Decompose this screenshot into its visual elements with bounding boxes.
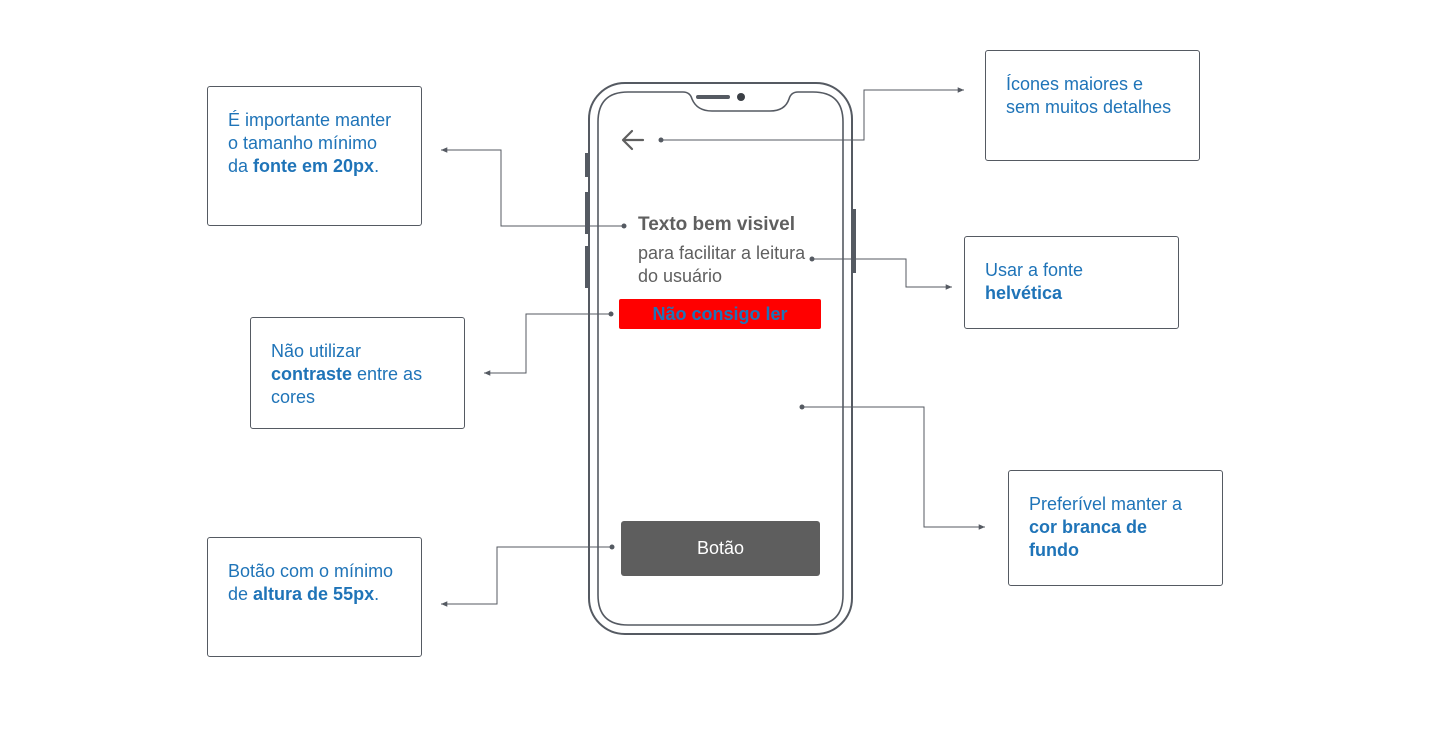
connector-font-size [441, 147, 624, 227]
note-icons-text: Ícones maiores e sem muitos detalhes [1006, 74, 1172, 117]
connector-dot-button [609, 544, 615, 550]
note-helvetica-text: Usar a fonte [985, 260, 1084, 280]
phone-side-button-left-3 [585, 246, 589, 288]
note-icons: Ícones maiores e sem muitos detalhes [985, 50, 1200, 161]
back-arrow-icon[interactable] [621, 129, 645, 151]
note-button-height: Botão com o mínimo de altura de 55px. [207, 537, 422, 657]
note-helvetica: Usar a fonte helvética [964, 236, 1179, 329]
note-helvetica-bold: helvética [985, 283, 1063, 303]
note-button-text: Botão com o mínimo de [228, 561, 394, 604]
low-contrast-label: Não consigo ler [619, 299, 821, 329]
phone-outer-frame [588, 82, 853, 635]
phone-button[interactable]: Botão [621, 521, 820, 576]
note-contrast: Não utilizar contraste entre as cores [250, 317, 465, 429]
note-background: Preferível manter a cor branca de fundo [1008, 470, 1223, 586]
note-button-after: . [374, 584, 380, 604]
note-contrast-text: Não utilizar [271, 341, 362, 361]
note-font-size: É importante manter o tamanho mínimo da … [207, 86, 422, 226]
connector-helvetica [812, 258, 952, 290]
phone-side-button-right [852, 209, 856, 273]
connector-contrast [484, 313, 611, 376]
note-background-text: Preferível manter a [1029, 494, 1183, 514]
connector-dot-font-size [621, 223, 627, 229]
phone-mockup [585, 82, 856, 635]
connector-dot-background [799, 404, 805, 410]
note-contrast-bold: contraste [271, 364, 353, 384]
note-background-bold: cor branca de fundo [1029, 517, 1148, 560]
phone-camera [737, 93, 745, 101]
phone-side-button-left-2 [585, 192, 589, 234]
connector-dot-helvetica [809, 256, 815, 262]
note-button-bold: altura de 55px [253, 584, 375, 604]
phone-body-text: para facilitar a leitura do usuário [638, 243, 806, 286]
connector-button [441, 546, 612, 607]
note-font-size-after: . [374, 156, 380, 176]
note-font-size-text: É importante manter o tamanho mínimo da [228, 110, 392, 176]
connector-background [802, 406, 985, 530]
note-contrast-after: entre as cores [271, 364, 423, 407]
note-font-size-bold: fonte em 20px [253, 156, 375, 176]
connector-icons [661, 87, 964, 141]
connector-dot-icons [658, 137, 664, 143]
phone-side-button-left-1 [585, 153, 589, 177]
phone-speaker [696, 95, 730, 99]
phone-title: Texto bem visivel [638, 214, 795, 235]
connector-dot-contrast [608, 311, 614, 317]
phone-screen-outline [597, 91, 844, 626]
